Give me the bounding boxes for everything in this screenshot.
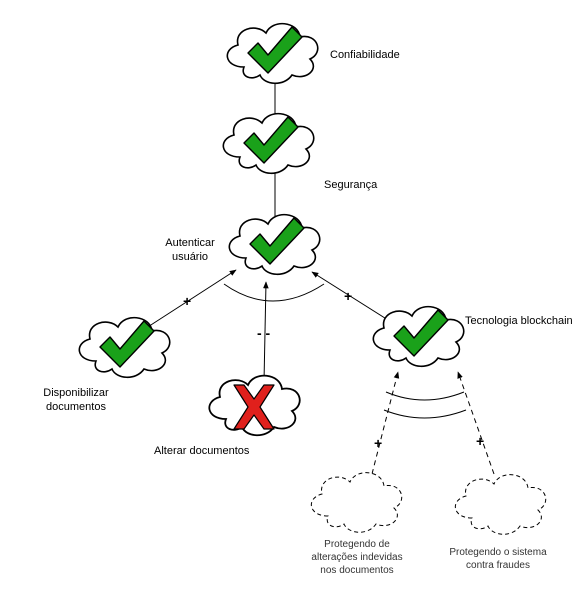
constraint-arcs [223,283,467,419]
cloud-icon [310,472,403,533]
label-disponibilizar-line1: Disponibilizar [43,387,109,399]
edge-protegendo-alteracoes-blockchain [371,371,400,475]
edge-sign-protegendo-alteracoes: + [374,435,383,451]
edge-protegendo-sistema-blockchain [457,371,495,475]
arc-blockchain-2 [383,409,467,419]
label-disponibilizar-line2: documentos [46,401,106,413]
edge-blockchain-autenticar [311,271,389,321]
label-blockchain: Tecnologia blockchain [465,315,573,327]
edge-sign-alterar: - - [257,325,271,341]
edge-sign-disponibilizar: + [183,293,192,309]
label-autenticar-line1: Autenticar [165,237,215,249]
label-autenticar-line2: usuário [171,251,209,263]
label-protegendo-alteracoes-line2: alterações indevidas [311,552,403,563]
node-blockchain[interactable] [372,305,465,368]
node-protegendo-alteracoes[interactable] [310,472,403,533]
edge-disponibilizar-autenticar [139,269,237,333]
arc-autenticar [223,283,325,302]
label-disponibilizar: Disponibilizar documentos [43,386,108,414]
label-protegendo-sistema: Protegendo o sistema contra fraudes [449,546,546,572]
node-confiabilidade[interactable] [226,22,319,85]
node-autenticar[interactable] [228,213,321,276]
cloud-icon [454,474,547,535]
label-protegendo-alteracoes-line1: Protegendo de [324,539,390,550]
label-protegendo-alteracoes-line3: nos documentos [320,565,394,576]
label-alterar: Alterar documentos [154,445,250,457]
edges [139,84,495,475]
edge-sign-protegendo-sistema: + [476,433,485,449]
arc-blockchain-1 [385,391,465,401]
label-protegendo-sistema-line2: contra fraudes [466,560,530,571]
label-seguranca: Segurança [324,179,378,191]
label-protegendo-sistema-line1: Protegendo o sistema [449,547,547,558]
node-disponibilizar[interactable] [78,316,171,379]
node-protegendo-sistema[interactable] [454,474,547,535]
edge-sign-blockchain: + [344,288,353,304]
label-autenticar: Autenticar usuário [165,236,215,264]
node-seguranca[interactable] [222,112,315,175]
node-alterar[interactable] [208,374,301,437]
label-protegendo-alteracoes: Protegendo de alterações indevidas nos d… [311,538,402,577]
label-confiabilidade: Confiabilidade [330,49,400,61]
edge-alterar-autenticar [263,281,269,383]
